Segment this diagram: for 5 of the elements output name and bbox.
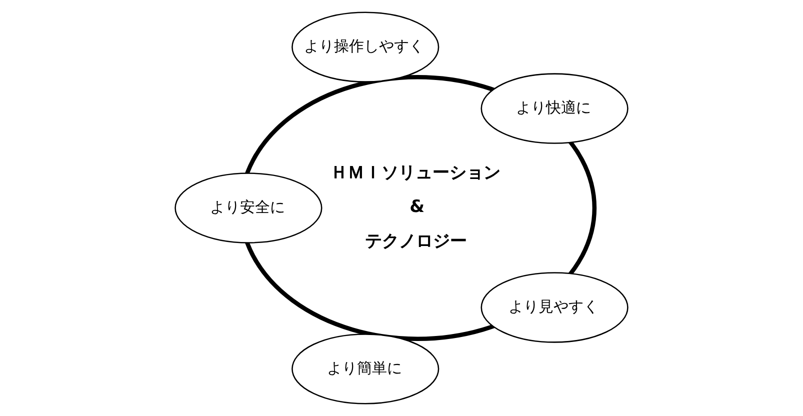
node-ellipse: より見やすく (480, 272, 628, 343)
node-ellipse: より安全に (174, 172, 322, 244)
node-ellipse: より簡単に (292, 334, 440, 404)
node-ellipse: より快適に (480, 73, 628, 144)
node-ellipse: より操作しやすく (292, 12, 440, 82)
